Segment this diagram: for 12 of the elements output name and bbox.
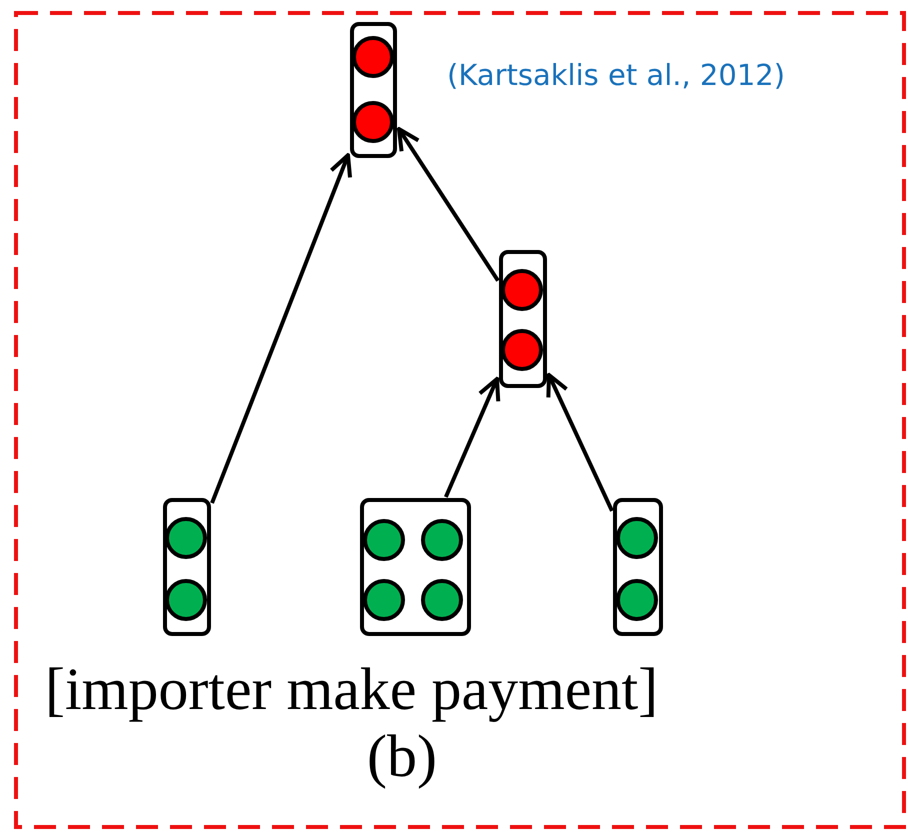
- arrow: [210, 153, 352, 504]
- vector-box: [360, 498, 471, 636]
- arrow: [444, 376, 500, 498]
- caption: (b): [367, 722, 437, 791]
- citation: (Kartsaklis et al., 2012): [447, 58, 786, 92]
- vector-box: [163, 498, 211, 636]
- arrow: [397, 127, 500, 282]
- vector-box: [499, 250, 547, 388]
- vector-box: [613, 498, 663, 636]
- phrase-text: [importer make payment]: [45, 655, 658, 724]
- vector-box: [350, 22, 397, 158]
- arrow: [546, 373, 614, 512]
